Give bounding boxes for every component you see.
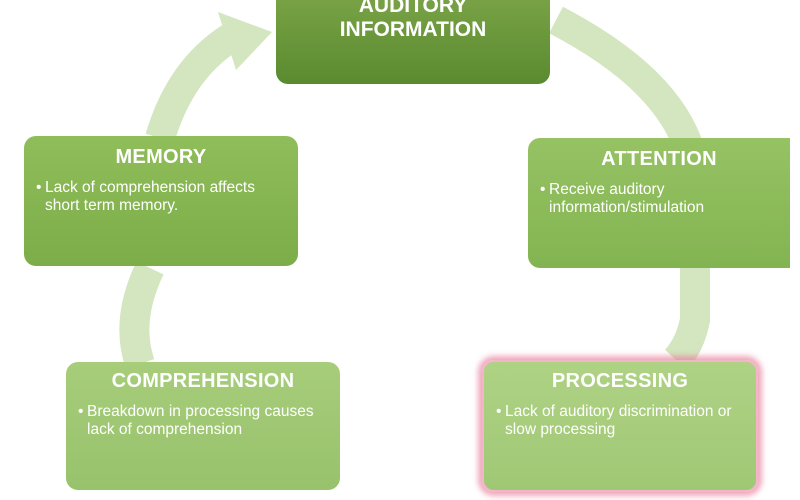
attention-box: ATTENTION Receive auditory information/s… bbox=[528, 138, 790, 268]
comprehension-bullet: Breakdown in processing causes lack of c… bbox=[78, 403, 330, 439]
memory-title: MEMORY bbox=[115, 146, 207, 168]
comprehension-title: COMPREHENSION bbox=[111, 370, 295, 392]
memory-bullets: Lack of comprehension affects short term… bbox=[24, 179, 298, 215]
attention-title: ATTENTION bbox=[601, 148, 717, 170]
ring-arc-left-upper bbox=[145, 25, 239, 143]
comprehension-bullets: Breakdown in processing causes lack of c… bbox=[66, 403, 340, 439]
memory-bullet: Lack of comprehension affects short term… bbox=[36, 179, 288, 215]
auditory-information-title: AUDITORY INFORMATION bbox=[339, 0, 487, 41]
ring-arrowhead bbox=[218, 12, 272, 70]
processing-title: PROCESSING bbox=[551, 370, 689, 392]
processing-bullets: Lack of auditory discrimination or slow … bbox=[484, 403, 756, 439]
processing-bullet: Lack of auditory discrimination or slow … bbox=[496, 403, 746, 439]
comprehension-box: COMPREHENSION Breakdown in processing ca… bbox=[66, 362, 340, 490]
processing-box: PROCESSING Lack of auditory discriminati… bbox=[482, 360, 758, 492]
ring-arc-left-lower bbox=[119, 261, 164, 369]
attention-bullet: Receive auditory information/stimulation bbox=[540, 181, 780, 217]
auditory-information-box: AUDITORY INFORMATION bbox=[276, 0, 550, 84]
attention-bullets: Receive auditory information/stimulation bbox=[528, 181, 790, 217]
memory-box: MEMORY Lack of comprehension affects sho… bbox=[24, 136, 298, 266]
